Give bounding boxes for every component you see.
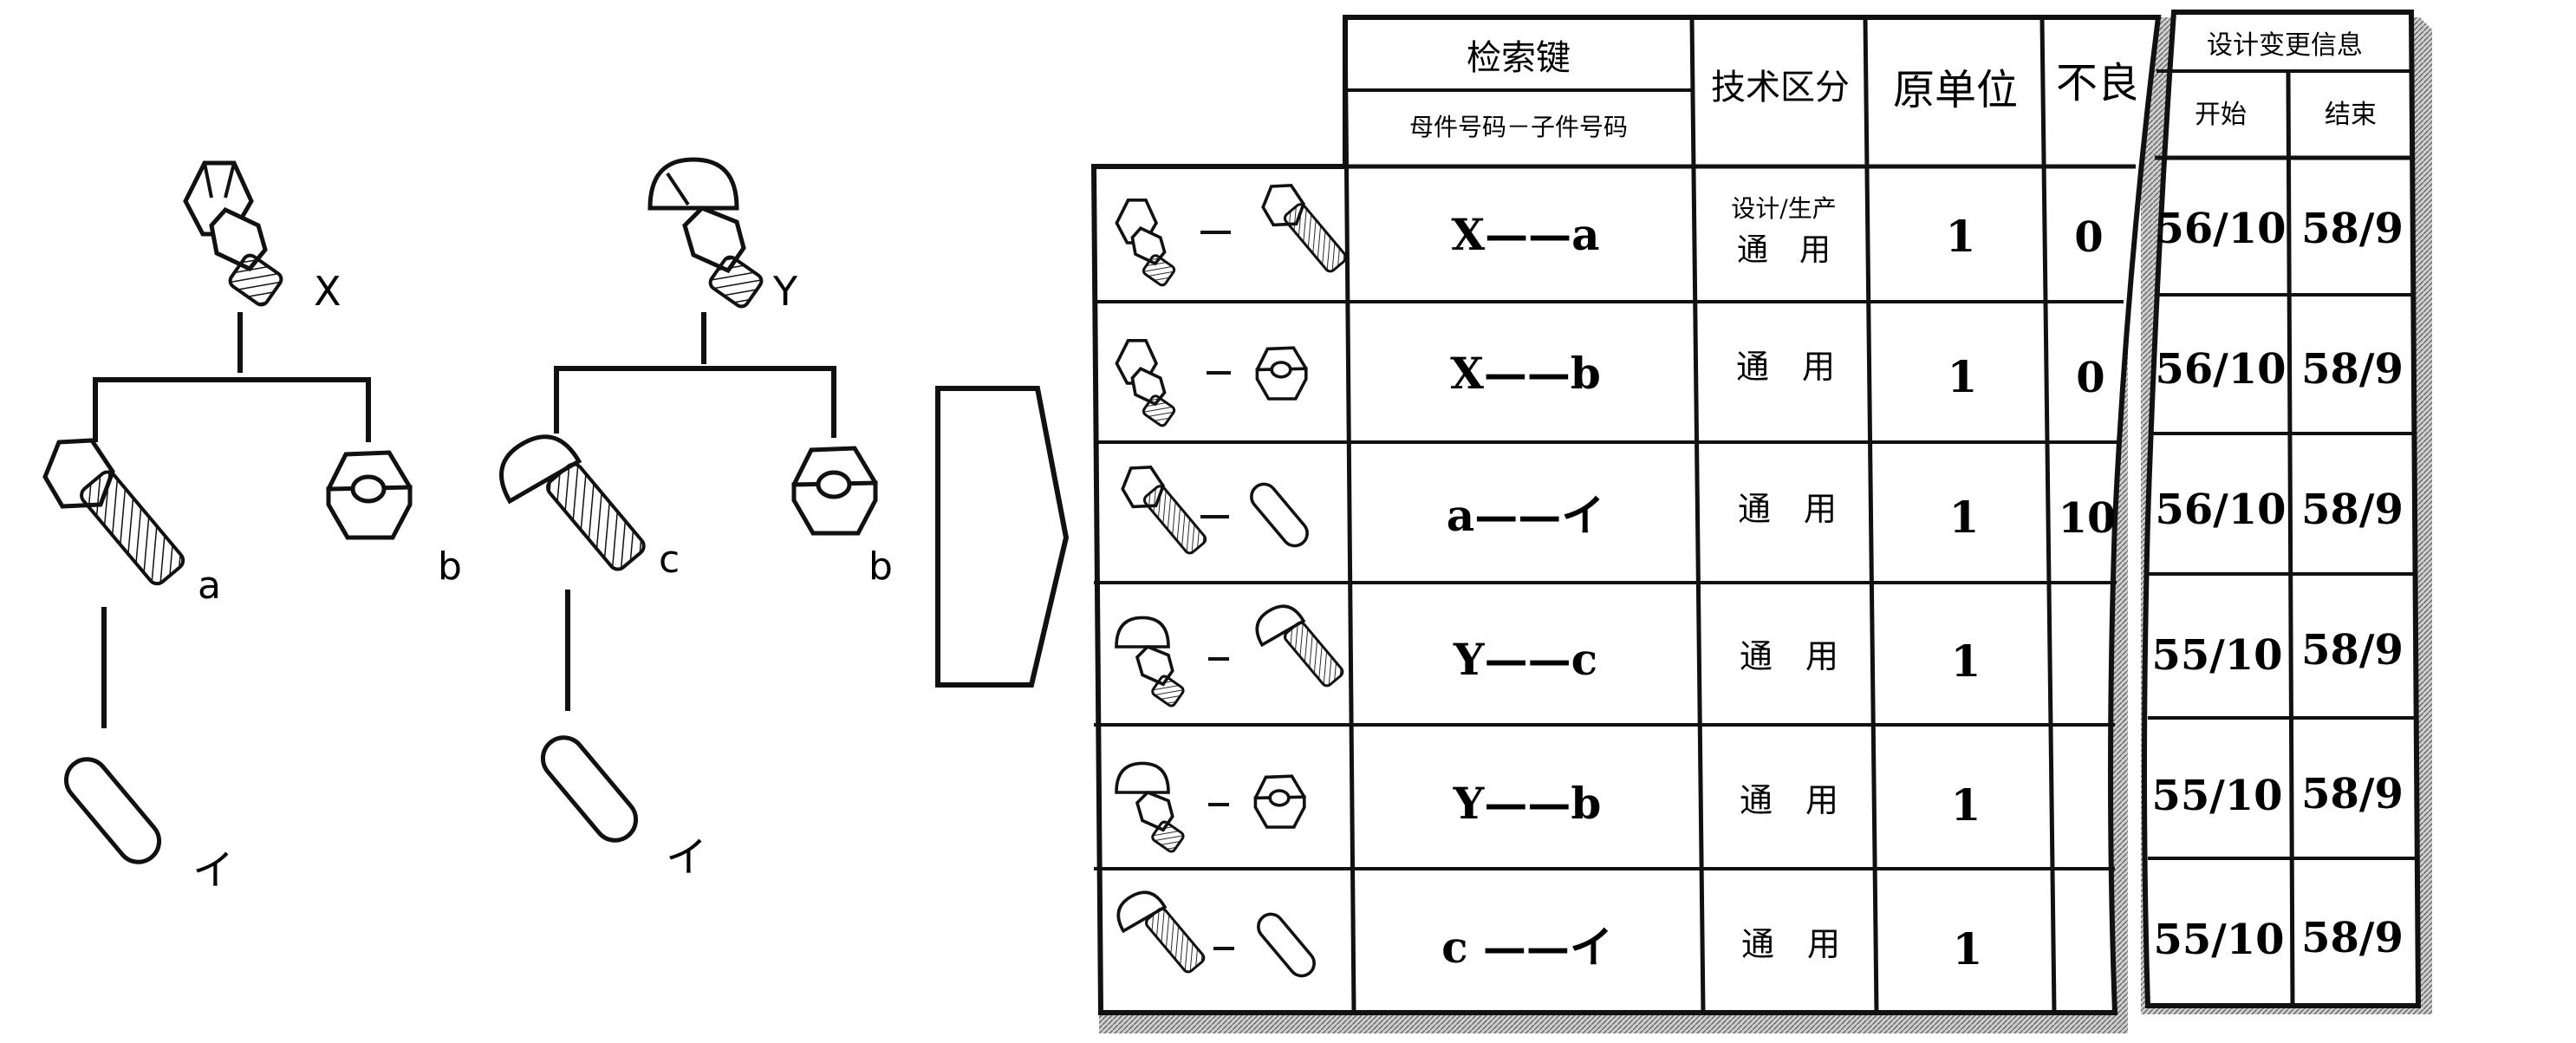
cell-defect: 0 xyxy=(2074,213,2103,262)
cell-defect: 10 xyxy=(2059,494,2117,543)
cell-tech: 通 用 xyxy=(1740,637,1838,675)
header-change-info: 设计变更信息 xyxy=(2207,30,2363,61)
cell-start: 55/10 xyxy=(2153,916,2284,964)
cell-end: 58/9 xyxy=(2301,205,2404,253)
hex-nut-icon xyxy=(326,450,413,540)
header-unit: 原单位 xyxy=(1893,66,2018,114)
round-head-bolt-icon xyxy=(499,434,646,571)
cell-start: 55/10 xyxy=(2151,631,2282,680)
cell-tech: 通 用 xyxy=(1738,490,1837,528)
bom-table: 检索键 母件号码－子件号码 技术区分 原单位 不良 设计变更信息 开始 结束 X… xyxy=(1090,10,2432,1033)
round-head-bolt-icon xyxy=(1116,890,1206,974)
hex-bolt-icon xyxy=(42,438,185,586)
cell-unit: 1 xyxy=(1951,636,1981,687)
cell-key: a——イ xyxy=(1447,490,1604,541)
tree-y-child-label: c xyxy=(659,538,680,582)
header-defect: 不良 xyxy=(2056,59,2139,108)
hex-nut-icon xyxy=(791,446,878,536)
tree-y: Y c b イ xyxy=(499,157,893,882)
cell-start: 56/10 xyxy=(2155,205,2286,253)
cell-key: X——b xyxy=(1450,348,1601,399)
cell-unit: 1 xyxy=(1948,351,1978,402)
hex-bolt-nut-assembly-icon xyxy=(1115,198,1176,287)
cell-key: Y——c xyxy=(1453,634,1597,685)
tree-y-child-label: b xyxy=(868,544,893,589)
header-tech-class: 技术区分 xyxy=(1711,68,1850,108)
tree-x-parent-label: X xyxy=(314,268,342,315)
hex-bolt-icon xyxy=(1121,465,1207,555)
cell-start: 56/10 xyxy=(2155,345,2286,394)
cell-unit: 1 xyxy=(1951,779,1981,831)
header-start: 开始 xyxy=(2195,100,2247,130)
pin-icon xyxy=(1250,482,1309,548)
header-search-key-sub: 母件号码－子件号码 xyxy=(1409,113,1628,141)
cell-tech: 通 用 xyxy=(1737,232,1831,268)
cell-start: 55/10 xyxy=(2151,772,2282,820)
table-row: X——b 通 用 1 0 56/10 58/9 xyxy=(1115,338,2404,427)
table-row: X——a 设计/生产 通 用 1 0 56/10 58/9 xyxy=(1115,183,2404,287)
hex-nut-icon xyxy=(1255,346,1308,401)
tree-y-grandchild-label: イ xyxy=(666,833,707,882)
cell-end: 58/9 xyxy=(2301,345,2404,394)
round-head-assembly-icon xyxy=(647,157,764,309)
connector-line xyxy=(93,377,371,442)
pin-icon xyxy=(63,757,162,864)
cell-key: Y——b xyxy=(1453,778,1602,829)
tree-x: X a b イ xyxy=(42,160,462,895)
cell-end: 58/9 xyxy=(2301,770,2404,818)
table-right-panel xyxy=(2142,10,2422,1008)
cell-start: 56/10 xyxy=(2155,486,2286,534)
table-row: c ——イ 通 用 1 55/10 58/9 xyxy=(1116,890,2404,978)
connector-line xyxy=(554,366,836,438)
hex-nut-icon xyxy=(1253,774,1306,829)
tree-x-child-label: b xyxy=(438,544,462,589)
table-row: Y——b 通 用 1 55/10 58/9 xyxy=(1115,761,2404,853)
tree-y-parent-label: Y xyxy=(772,268,798,315)
tree-x-child-label: a xyxy=(198,564,221,608)
tree-x-grandchild-label: イ xyxy=(192,846,234,895)
cell-end: 58/9 xyxy=(2301,486,2404,534)
cell-key: c ——イ xyxy=(1441,922,1613,973)
pin-icon xyxy=(1257,912,1316,978)
hex-bolt-nut-assembly-icon xyxy=(183,160,283,307)
cell-unit: 1 xyxy=(1953,923,1983,975)
header-end: 结束 xyxy=(2325,100,2377,130)
header-defect-clip: 不良 xyxy=(2056,59,2139,108)
cell-key: X——a xyxy=(1451,209,1599,260)
cell-end: 58/9 xyxy=(2301,914,2404,962)
hex-bolt-nut-assembly-icon xyxy=(1115,338,1176,427)
cell-tech: 通 用 xyxy=(1741,925,1840,963)
hex-bolt-icon xyxy=(1261,183,1348,273)
cell-defect: 0 xyxy=(2076,354,2104,402)
cell-tech: 通 用 xyxy=(1736,348,1835,386)
table-row: a——イ 通 用 1 10 56/10 58/9 xyxy=(1121,465,2404,555)
cell-unit: 1 xyxy=(1946,211,1976,262)
chevron-arrow-icon xyxy=(935,386,1070,688)
cell-tech: 设计/生产 xyxy=(1731,194,1836,223)
cell-end: 58/9 xyxy=(2301,626,2404,675)
round-head-assembly-icon xyxy=(1115,616,1185,707)
cell-tech: 通 用 xyxy=(1740,781,1838,819)
table-row: Y——c 通 用 1 55/10 58/9 xyxy=(1115,604,2404,707)
header-search-key: 检索键 xyxy=(1467,38,1571,78)
cell-unit: 1 xyxy=(1949,492,1980,543)
pin-icon xyxy=(540,735,639,843)
round-head-bolt-icon xyxy=(1255,604,1344,688)
table-left-panel xyxy=(1090,15,2162,1015)
round-head-assembly-icon xyxy=(1115,761,1185,853)
